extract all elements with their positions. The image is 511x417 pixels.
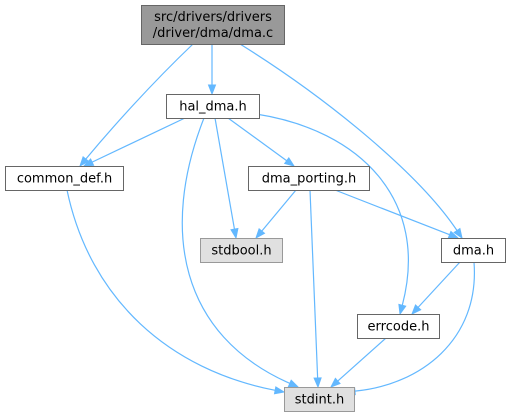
edge-line: [239, 43, 458, 231]
edge-root-to-dma_h: [239, 43, 463, 240]
arrowhead-icon: [273, 386, 286, 395]
node-box: [166, 94, 260, 119]
edge-line: [334, 189, 450, 236]
edge-root-to-hal_dma: [207, 44, 217, 96]
node-box: [357, 314, 440, 339]
node-box: [284, 387, 355, 412]
edge-errcode-to-stdint: [329, 337, 387, 388]
node-dma-porting[interactable]: dma_porting.h: [248, 166, 370, 191]
edge-dma_h-to-errcode: [411, 261, 461, 316]
node-label: src/drivers/drivers: [154, 10, 272, 25]
node-box: [200, 238, 283, 263]
node-box: [141, 5, 285, 45]
node-label: stdbool.h: [211, 244, 271, 259]
edge-line: [261, 189, 297, 232]
arrowhead-icon: [79, 155, 90, 168]
node-dma-h[interactable]: dma.h: [441, 238, 506, 263]
edge-common_def-to-stdint: [66, 189, 286, 395]
node-label: common_def.h: [17, 172, 112, 187]
edge-line: [417, 261, 461, 308]
node-label: errcode.h: [368, 320, 430, 335]
arrowhead-icon: [207, 84, 217, 96]
arrowhead-icon: [411, 304, 422, 316]
arrowhead-icon: [82, 158, 95, 167]
edge-hal_dma-to-common_def: [82, 117, 186, 167]
edge-dma_porting-to-stdint: [309, 189, 322, 389]
arrowhead-icon: [283, 157, 296, 167]
node-label: dma.h: [453, 244, 494, 259]
edge-line: [66, 189, 276, 391]
edge-line: [181, 117, 291, 384]
edge-hal_dma-to-errcode: [255, 113, 409, 316]
node-box: [248, 166, 370, 191]
edges-layer: [66, 43, 475, 396]
arrowhead-icon: [398, 303, 407, 316]
edge-line: [85, 43, 194, 160]
edge-line: [91, 117, 186, 163]
node-stdbool[interactable]: stdbool.h: [200, 238, 283, 263]
edge-root-to-common_def: [79, 43, 194, 168]
edge-hal_dma-to-stdbool: [214, 117, 239, 240]
nodes-layer: src/drivers/drivers/driver/dma/dma.c hal_…: [5, 5, 506, 412]
edge-line: [309, 189, 319, 379]
node-errcode[interactable]: errcode.h: [357, 314, 440, 339]
edge-line: [337, 337, 387, 382]
arrowhead-icon: [313, 377, 322, 389]
node-label: hal_dma.h: [179, 100, 247, 115]
edge-hal_dma-to-stdint: [181, 117, 300, 388]
node-label: stdint.h: [295, 393, 344, 408]
edge-line: [214, 117, 236, 230]
node-stdint[interactable]: stdint.h: [284, 387, 355, 412]
node-common-def[interactable]: common_def.h: [5, 166, 124, 191]
edge-dma_porting-to-stdbool: [255, 189, 297, 240]
arrowhead-icon: [230, 227, 239, 240]
edge-line: [227, 117, 288, 162]
edge-line: [354, 261, 475, 392]
node-box: [5, 166, 124, 191]
edge-dma_porting-to-dma_h: [334, 189, 460, 239]
arrowhead-icon: [255, 227, 266, 240]
arrowhead-icon: [287, 379, 300, 388]
node-label: dma_porting.h: [262, 172, 357, 187]
edge-hal_dma-to-dma_porting: [227, 117, 296, 167]
node-box: [441, 238, 506, 263]
arrowhead-icon: [329, 377, 341, 388]
node-label: /driver/dma/dma.c: [153, 26, 273, 41]
edge-line: [255, 113, 409, 306]
arrowhead-icon: [453, 227, 463, 240]
node-root[interactable]: src/drivers/drivers/driver/dma/dma.c: [141, 5, 285, 45]
node-hal-dma[interactable]: hal_dma.h: [166, 94, 260, 119]
